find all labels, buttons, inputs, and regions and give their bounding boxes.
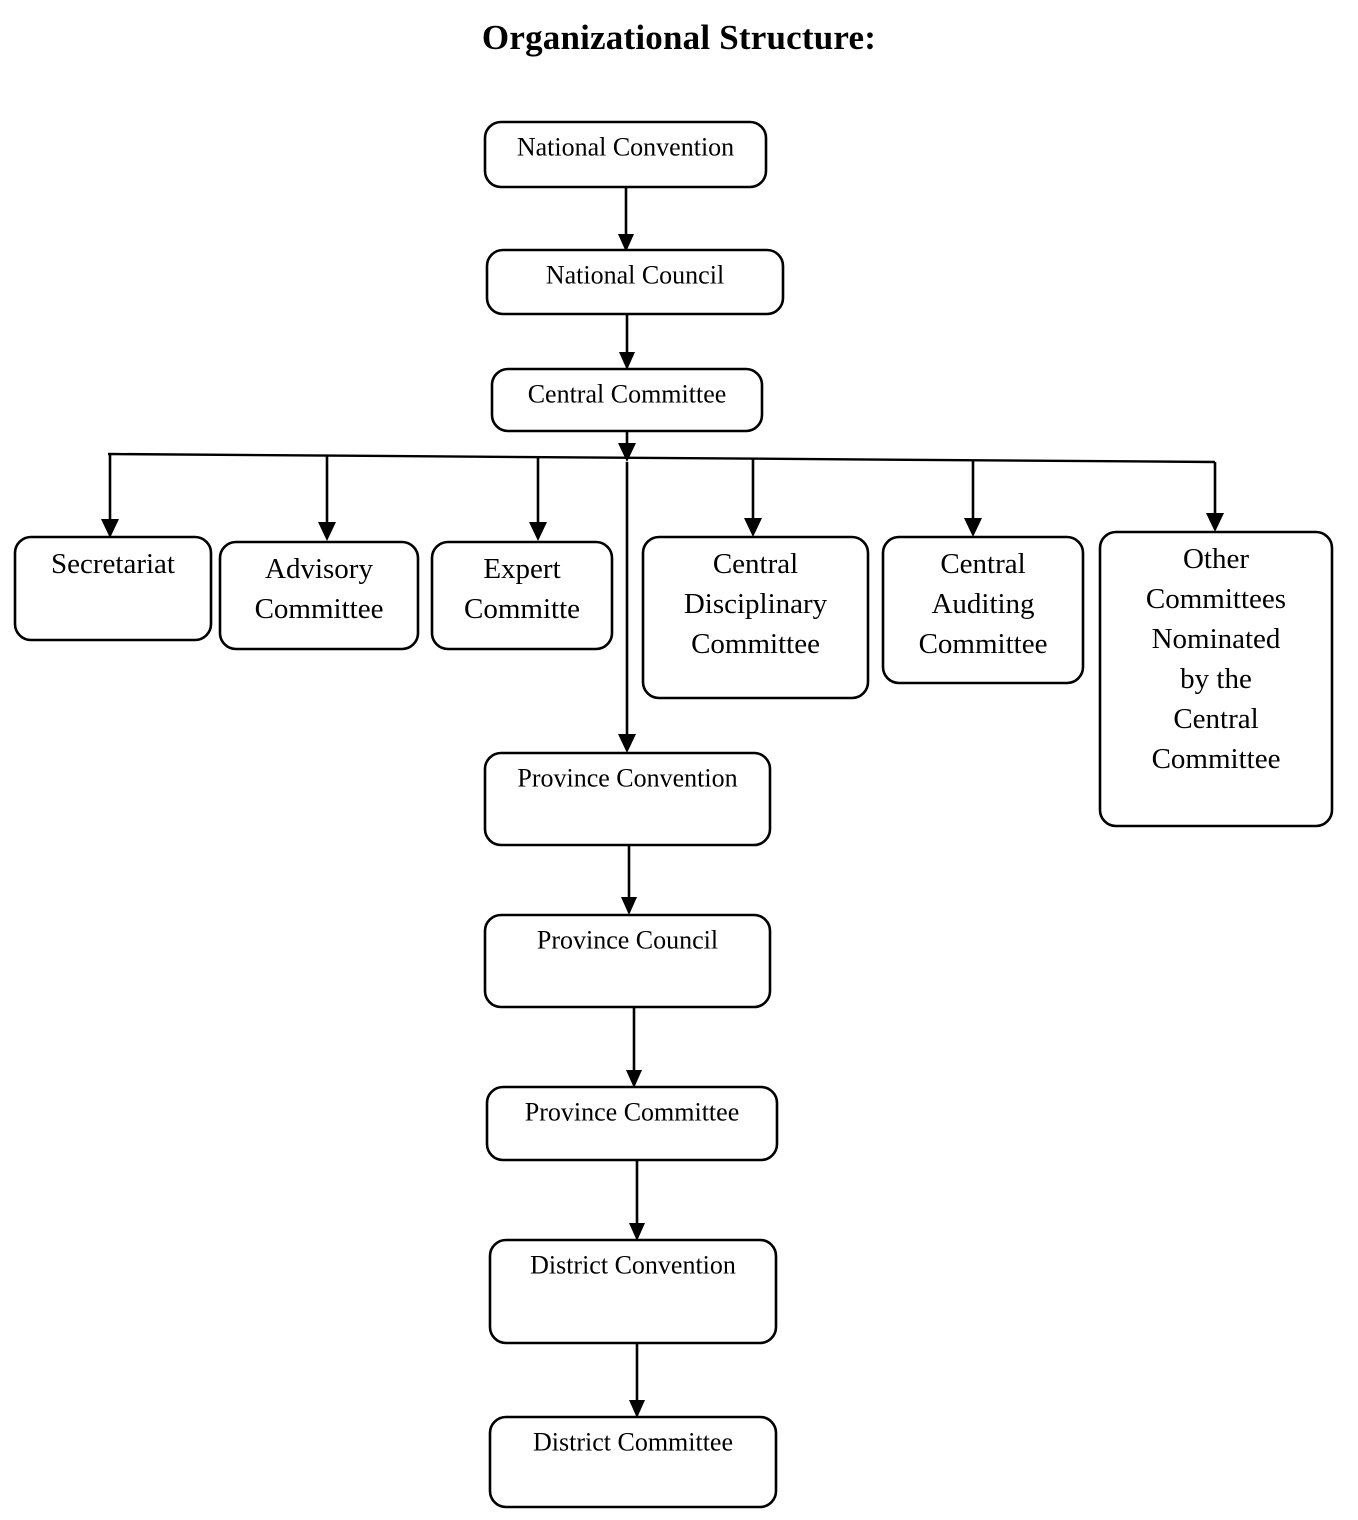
edge-central-committee-to-advisory-committee	[318, 456, 336, 541]
node-label-line: Central	[713, 548, 798, 580]
node-label: National Council	[546, 260, 724, 289]
node-label: Province Council	[537, 925, 718, 954]
node-label-line: Disciplinary	[684, 588, 828, 620]
node-label-line: Advisory	[265, 553, 373, 585]
node-label-line: District Committee	[533, 1427, 733, 1456]
node-label-line: Other	[1183, 543, 1249, 575]
node-province-committee[interactable]: Province Committee	[485, 1085, 779, 1162]
node-box[interactable]	[485, 1085, 779, 1162]
node-box[interactable]	[641, 535, 870, 700]
node-label-line: Committee	[691, 628, 820, 660]
node-central-committee[interactable]: Central Committee	[490, 367, 764, 433]
node-box[interactable]	[1098, 530, 1334, 828]
edge-district-convention-to-district-committee	[629, 1343, 645, 1418]
node-box[interactable]	[485, 248, 785, 316]
node-box[interactable]	[483, 120, 768, 189]
edge-province-committee-to-district-convention	[629, 1160, 645, 1241]
node-box[interactable]	[881, 535, 1085, 685]
node-box[interactable]	[218, 540, 420, 651]
edge-central-committee-to-other-committees	[1206, 462, 1224, 532]
node-district-committee[interactable]: District Committee	[488, 1415, 778, 1509]
node-national-council[interactable]: National Council	[485, 248, 785, 316]
edge-central-committee-stem	[618, 431, 636, 462]
node-label-line: Nominated	[1152, 623, 1281, 655]
edges-layer	[101, 187, 1224, 1418]
node-label: Province Convention	[517, 763, 737, 792]
node-label-line: Committee	[255, 593, 384, 625]
node-label: District Committee	[533, 1427, 733, 1456]
edge-central-committee-to-secretariat	[101, 454, 119, 538]
node-label-line: Expert	[483, 553, 560, 585]
node-label-line: National Convention	[517, 132, 734, 161]
node-label: Central Committee	[528, 379, 727, 408]
node-national-convention[interactable]: National Convention	[483, 120, 768, 189]
node-label: Secretariat	[51, 548, 175, 580]
edge-central-committee-to-central-auditing-committee	[964, 460, 982, 537]
node-box[interactable]	[13, 535, 213, 642]
distribution-bar	[107, 452, 1216, 464]
edge-national-convention-to-national-council	[618, 187, 634, 252]
node-label-line: by the	[1180, 663, 1252, 695]
edge-central-committee-to-province-convention	[618, 462, 636, 753]
node-label-line: Committe	[464, 593, 580, 625]
node-box[interactable]	[430, 540, 614, 651]
node-box[interactable]	[488, 1415, 778, 1509]
node-district-convention[interactable]: District Convention	[488, 1238, 778, 1345]
node-label-line: National Council	[546, 260, 724, 289]
edge-central-committee-to-central-disciplinary-committee	[744, 458, 762, 537]
node-label: District Convention	[530, 1250, 736, 1279]
edge-central-committee-to-expert-committe	[529, 457, 547, 541]
node-label-line: Province Council	[537, 925, 718, 954]
edge-national-council-to-central-committee	[619, 314, 635, 370]
edge-province-council-to-province-committee	[626, 1007, 642, 1088]
node-label-line: Secretariat	[51, 548, 175, 580]
node-secretariat[interactable]: Secretariat	[13, 535, 213, 642]
node-province-council[interactable]: Province Council	[483, 913, 772, 1009]
node-box[interactable]	[483, 913, 772, 1009]
node-label-line: Central	[1173, 703, 1258, 735]
node-label-line: District Convention	[530, 1250, 736, 1279]
node-label-line: Auditing	[931, 588, 1034, 620]
node-label-line: Province Committee	[525, 1097, 739, 1126]
node-label-line: Committee	[919, 628, 1048, 660]
edge-province-convention-to-province-council	[621, 845, 637, 915]
node-label-line: Committee	[1152, 743, 1281, 775]
node-label-line: Central	[940, 548, 1025, 580]
node-label: National Convention	[517, 132, 734, 161]
node-box[interactable]	[483, 751, 772, 847]
node-box[interactable]	[490, 367, 764, 433]
node-province-convention[interactable]: Province Convention	[483, 751, 772, 847]
node-box[interactable]	[488, 1238, 778, 1345]
page-title: Organizational Structure:	[481, 18, 877, 57]
node-label: Province Committee	[525, 1097, 739, 1126]
node-label-line: Committees	[1146, 583, 1286, 615]
node-label-line: Province Convention	[517, 763, 737, 792]
node-label-line: Central Committee	[528, 379, 727, 408]
